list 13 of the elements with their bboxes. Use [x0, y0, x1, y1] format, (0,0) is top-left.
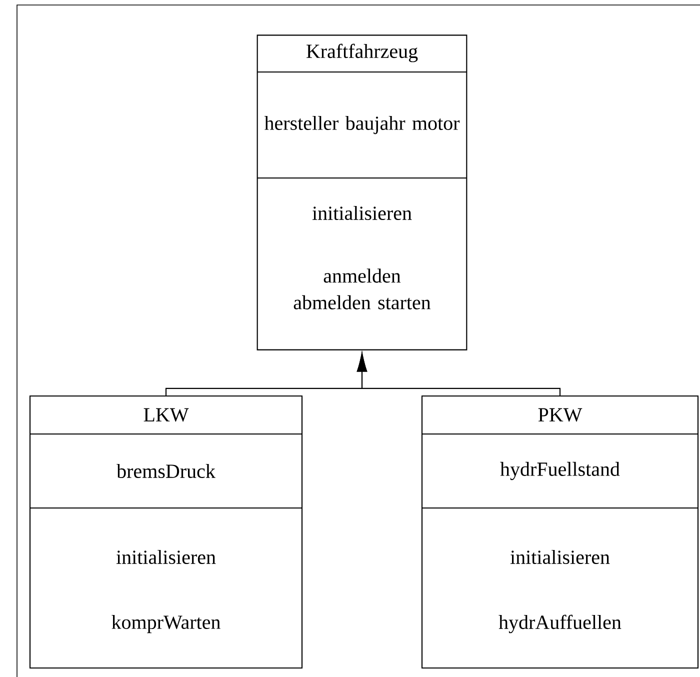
operation-list: hydrAuffuellen [498, 614, 622, 634]
class-name: LKW [144, 408, 189, 422]
operation-list: initialisieren [510, 550, 610, 564]
attribute-list: bremsDruck [116, 464, 216, 478]
operation-list: komprWarten [112, 614, 220, 634]
attribute-list: hersteller baujahr motor [264, 116, 460, 134]
class-name: PKW [538, 408, 582, 422]
operation-list: anmelden abmelden starten [294, 268, 431, 310]
attribute-list: hydrFuellstand [500, 462, 620, 480]
inheritance-arrow [356, 353, 561, 396]
class-name: Kraftfahrzeug [306, 44, 418, 62]
operation-list: initialisieren [116, 550, 216, 564]
operation-list: initialisieren [312, 206, 412, 220]
